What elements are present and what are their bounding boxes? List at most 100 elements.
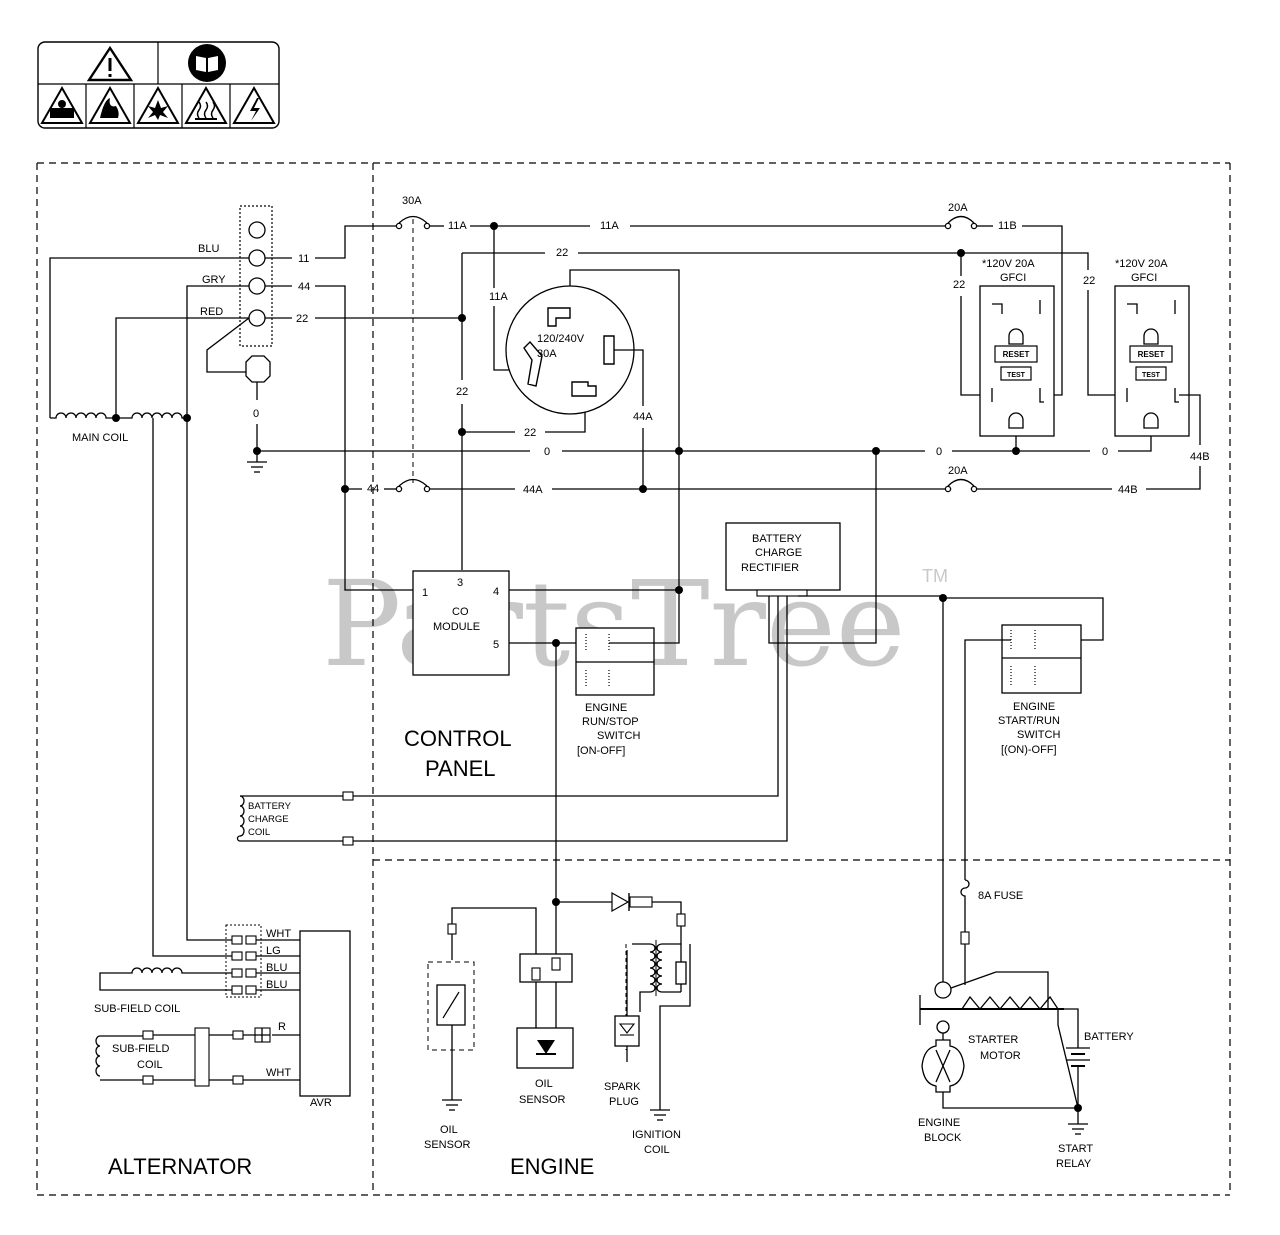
avr-wire-r: R	[278, 1021, 286, 1033]
wire-label-22-gfci2: 22	[1083, 275, 1095, 287]
main-coil-label: MAIN COIL	[72, 432, 128, 444]
gfci-outlet-1	[979, 285, 1055, 437]
wire-label-44b-bus: 44B	[1118, 484, 1138, 496]
oil-sensor-a-label-1: OIL	[440, 1124, 458, 1136]
co-pin-5: 5	[493, 639, 499, 651]
avr-connectors	[231, 935, 257, 995]
alternator-title: ALTERNATOR	[108, 1154, 252, 1179]
wire-label-22-gfci1: 22	[953, 279, 965, 291]
breaker-20a-lower-label: 20A	[948, 465, 968, 477]
spark-plug	[614, 1015, 640, 1047]
oil-sensor-b-label-2: SENSOR	[519, 1094, 566, 1106]
oil-sensor-switch	[427, 961, 475, 1051]
wire-label-red: RED	[200, 306, 223, 318]
rectifier-label-1: BATTERY	[752, 533, 802, 545]
gfci2-label-1: *120V 20A	[1115, 258, 1168, 270]
engine-title: ENGINE	[510, 1154, 594, 1179]
battery-charge-rectifier	[725, 522, 841, 597]
gfci2-reset: RESET	[1138, 350, 1165, 359]
hot-surface-icon	[184, 85, 228, 124]
wire-label-0-bus: 0	[544, 446, 550, 458]
ground-symbol-ignition	[650, 1109, 670, 1121]
ground-symbol-alternator	[247, 461, 267, 473]
wire-label-0-bus-2: 0	[936, 446, 942, 458]
toxic-fumes-icon	[40, 85, 84, 124]
gfci-outlet-2	[1114, 285, 1190, 437]
co-pin-3: 3	[457, 577, 463, 589]
warning-triangle-icon	[86, 45, 134, 82]
oil-sensor-b-label-1: OIL	[535, 1078, 553, 1090]
starter-motor	[921, 1039, 965, 1093]
wire-label-11a-vertical: 11A	[489, 291, 508, 303]
battery-symbol	[1048, 1008, 1090, 1108]
run-stop-label-2: RUN/STOP	[582, 716, 639, 728]
co-module-label-1: CO	[452, 606, 469, 618]
gfci1-label-2: GFCI	[1000, 272, 1026, 284]
diode	[611, 891, 630, 913]
start-run-label-3: SWITCH	[1017, 729, 1060, 741]
co-module	[412, 570, 510, 676]
wire-label-gry: GRY	[202, 274, 226, 286]
fuse-8a-label: 8A FUSE	[978, 890, 1023, 902]
wire-label-0-gfci2: 0	[1102, 446, 1108, 458]
start-relay	[920, 971, 1064, 1011]
electric-shock-icon	[232, 85, 276, 124]
avr-wire-wht-2: WHT	[266, 1067, 291, 1079]
starter-motor-label-1: STARTER	[968, 1034, 1018, 1046]
control-panel-title-2: PANEL	[425, 756, 496, 781]
battery-label: BATTERY	[1084, 1031, 1134, 1043]
start-run-label-2: START/RUN	[998, 715, 1060, 727]
fuse-8a	[960, 879, 970, 945]
sub-field-coil-label-2b: COIL	[137, 1059, 163, 1071]
wire-label-22-vertical: 22	[456, 386, 468, 398]
run-stop-label-4: [ON-OFF]	[577, 745, 625, 757]
run-stop-label-3: SWITCH	[597, 730, 640, 742]
sub-field-coil-lower	[95, 1027, 300, 1087]
ignition-coil	[625, 940, 691, 1050]
breaker-20a-upper-label: 20A	[948, 202, 968, 214]
ignition-coil-label-1: IGNITION	[632, 1129, 681, 1141]
control-panel-title-1: CONTROL	[404, 726, 512, 751]
rectifier-label-3: RECTIFIER	[741, 562, 799, 574]
wire-label-11: 11	[298, 253, 309, 265]
outlet-240v-label-1: 120/240V	[537, 333, 585, 345]
start-run-label-1: ENGINE	[1013, 701, 1055, 713]
start-relay-label-1: START	[1058, 1143, 1093, 1155]
breaker-20a-lower	[944, 478, 978, 493]
breaker-20a-upper	[944, 215, 978, 230]
section-borders	[36, 162, 1231, 1196]
engine-run-stop-switch[interactable]	[575, 627, 655, 696]
read-manual-icon	[188, 44, 226, 82]
wire-label-11b: 11B	[998, 220, 1017, 232]
spark-plug-label-2: PLUG	[609, 1096, 639, 1108]
ignition-coil-label-2: COIL	[644, 1144, 670, 1156]
wire-label-11a-2: 11A	[600, 220, 619, 232]
avr-wire-lg: LG	[266, 945, 281, 957]
bcc-label-3: COIL	[248, 827, 270, 838]
wire-label-44b-vertical: 44B	[1190, 451, 1210, 463]
wire-label-22-outlet: 22	[524, 427, 536, 439]
gfci2-test: TEST	[1142, 372, 1161, 379]
outlet-240v-30a	[505, 285, 635, 415]
starter-motor-label-2: MOTOR	[980, 1050, 1021, 1062]
safety-icon-panel	[37, 41, 280, 129]
co-pin-4: 4	[493, 586, 499, 598]
ground-bolt	[245, 355, 271, 383]
wire-label-blu: BLU	[198, 243, 219, 255]
wire-label-44: 44	[298, 281, 310, 293]
breaker-30a	[395, 215, 431, 493]
avr-label: AVR	[310, 1097, 332, 1109]
avr-wire-blu-2: BLU	[266, 979, 287, 991]
oil-sensor-module	[516, 953, 574, 1069]
watermark-tm: TM	[922, 566, 948, 586]
avr	[299, 930, 351, 1097]
bcc-label-2: CHARGE	[248, 814, 289, 825]
outlet-240v-label-2: 30A	[537, 348, 557, 360]
main-coil	[50, 412, 191, 422]
gfci1-label-1: *120V 20A	[982, 258, 1035, 270]
wire-label-44-bus: 44	[367, 483, 379, 495]
gfci2-label-2: GFCI	[1131, 272, 1157, 284]
engine-start-run-switch[interactable]	[1001, 624, 1082, 694]
